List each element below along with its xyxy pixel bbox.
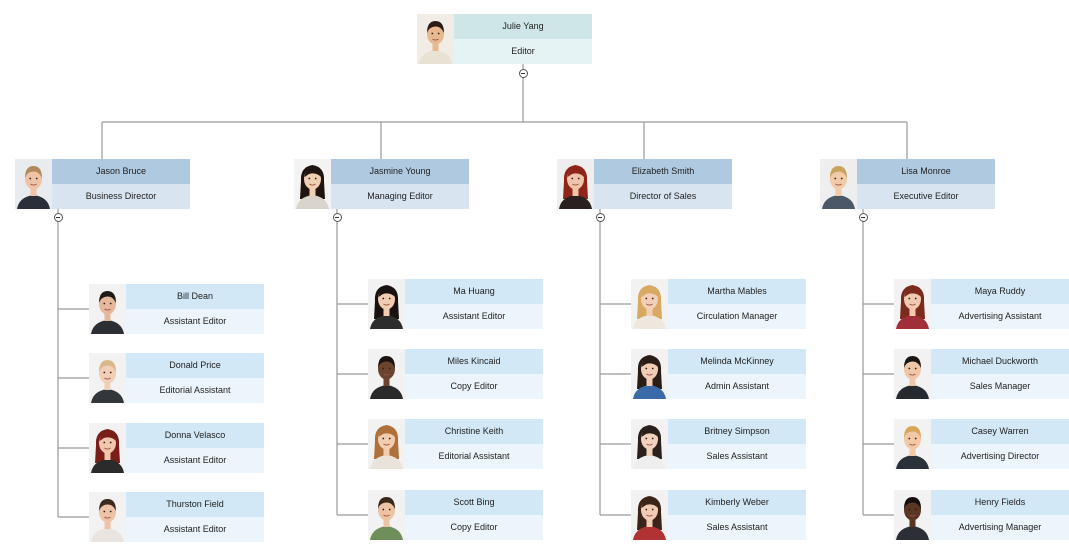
employee-title: Advertising Manager	[931, 515, 1069, 540]
employee-name: Donald Price	[126, 353, 264, 378]
employee-name: Bill Dean	[126, 284, 264, 309]
employee-title: Editor	[454, 39, 592, 64]
avatar	[631, 279, 668, 329]
collapse-toggle-jason-bruce[interactable]	[53, 212, 63, 222]
avatar	[294, 159, 331, 209]
employee-name: Henry Fields	[931, 490, 1069, 515]
employee-title: Assistant Editor	[126, 448, 264, 473]
avatar	[368, 490, 405, 540]
employee-title: Business Director	[52, 184, 190, 209]
avatar	[557, 159, 594, 209]
avatar	[368, 349, 405, 399]
avatar	[631, 349, 668, 399]
employee-title: Advertising Director	[931, 444, 1069, 469]
avatar	[89, 492, 126, 542]
avatar	[894, 419, 931, 469]
employee-title: Assistant Editor	[405, 304, 543, 329]
employee-name: Miles Kincaid	[405, 349, 543, 374]
employee-name: Michael Duckworth	[931, 349, 1069, 374]
employee-name: Casey Warren	[931, 419, 1069, 444]
collapse-toggle-lisa-monroe[interactable]	[858, 212, 868, 222]
employee-name: Melinda McKinney	[668, 349, 806, 374]
employee-title: Advertising Assistant	[931, 304, 1069, 329]
employee-title: Editorial Assistant	[126, 378, 264, 403]
employee-title: Copy Editor	[405, 374, 543, 399]
root-collapse-toggle[interactable]	[518, 68, 528, 78]
employee-title: Circulation Manager	[668, 304, 806, 329]
avatar	[894, 490, 931, 540]
employee-title: Sales Assistant	[668, 444, 806, 469]
avatar	[894, 279, 931, 329]
employee-title: Assistant Editor	[126, 517, 264, 542]
avatar	[417, 14, 454, 64]
employee-name: Scott Bing	[405, 490, 543, 515]
avatar	[631, 419, 668, 469]
employee-name: Britney Simpson	[668, 419, 806, 444]
avatar	[89, 423, 126, 473]
employee-title: Sales Manager	[931, 374, 1069, 399]
employee-title: Sales Assistant	[668, 515, 806, 540]
employee-title: Admin Assistant	[668, 374, 806, 399]
employee-name: Thurston Field	[126, 492, 264, 517]
employee-name: Jasmine Young	[331, 159, 469, 184]
avatar	[631, 490, 668, 540]
employee-title: Director of Sales	[594, 184, 732, 209]
employee-name: Elizabeth Smith	[594, 159, 732, 184]
avatar	[368, 279, 405, 329]
avatar	[820, 159, 857, 209]
employee-name: Maya Ruddy	[931, 279, 1069, 304]
avatar	[89, 284, 126, 334]
collapse-toggle-elizabeth-smith[interactable]	[595, 212, 605, 222]
avatar	[368, 419, 405, 469]
employee-title: Copy Editor	[405, 515, 543, 540]
employee-name: Lisa Monroe	[857, 159, 995, 184]
employee-name: Donna Velasco	[126, 423, 264, 448]
employee-title: Editorial Assistant	[405, 444, 543, 469]
employee-name: Kimberly Weber	[668, 490, 806, 515]
employee-name: Ma Huang	[405, 279, 543, 304]
employee-name: Martha Mables	[668, 279, 806, 304]
collapse-toggle-jasmine-young[interactable]	[332, 212, 342, 222]
employee-name: Julie Yang	[454, 14, 592, 39]
avatar	[894, 349, 931, 399]
employee-title: Assistant Editor	[126, 309, 264, 334]
employee-title: Managing Editor	[331, 184, 469, 209]
employee-name: Jason Bruce	[52, 159, 190, 184]
avatar	[89, 353, 126, 403]
avatar	[15, 159, 52, 209]
employee-title: Executive Editor	[857, 184, 995, 209]
employee-name: Christine Keith	[405, 419, 543, 444]
